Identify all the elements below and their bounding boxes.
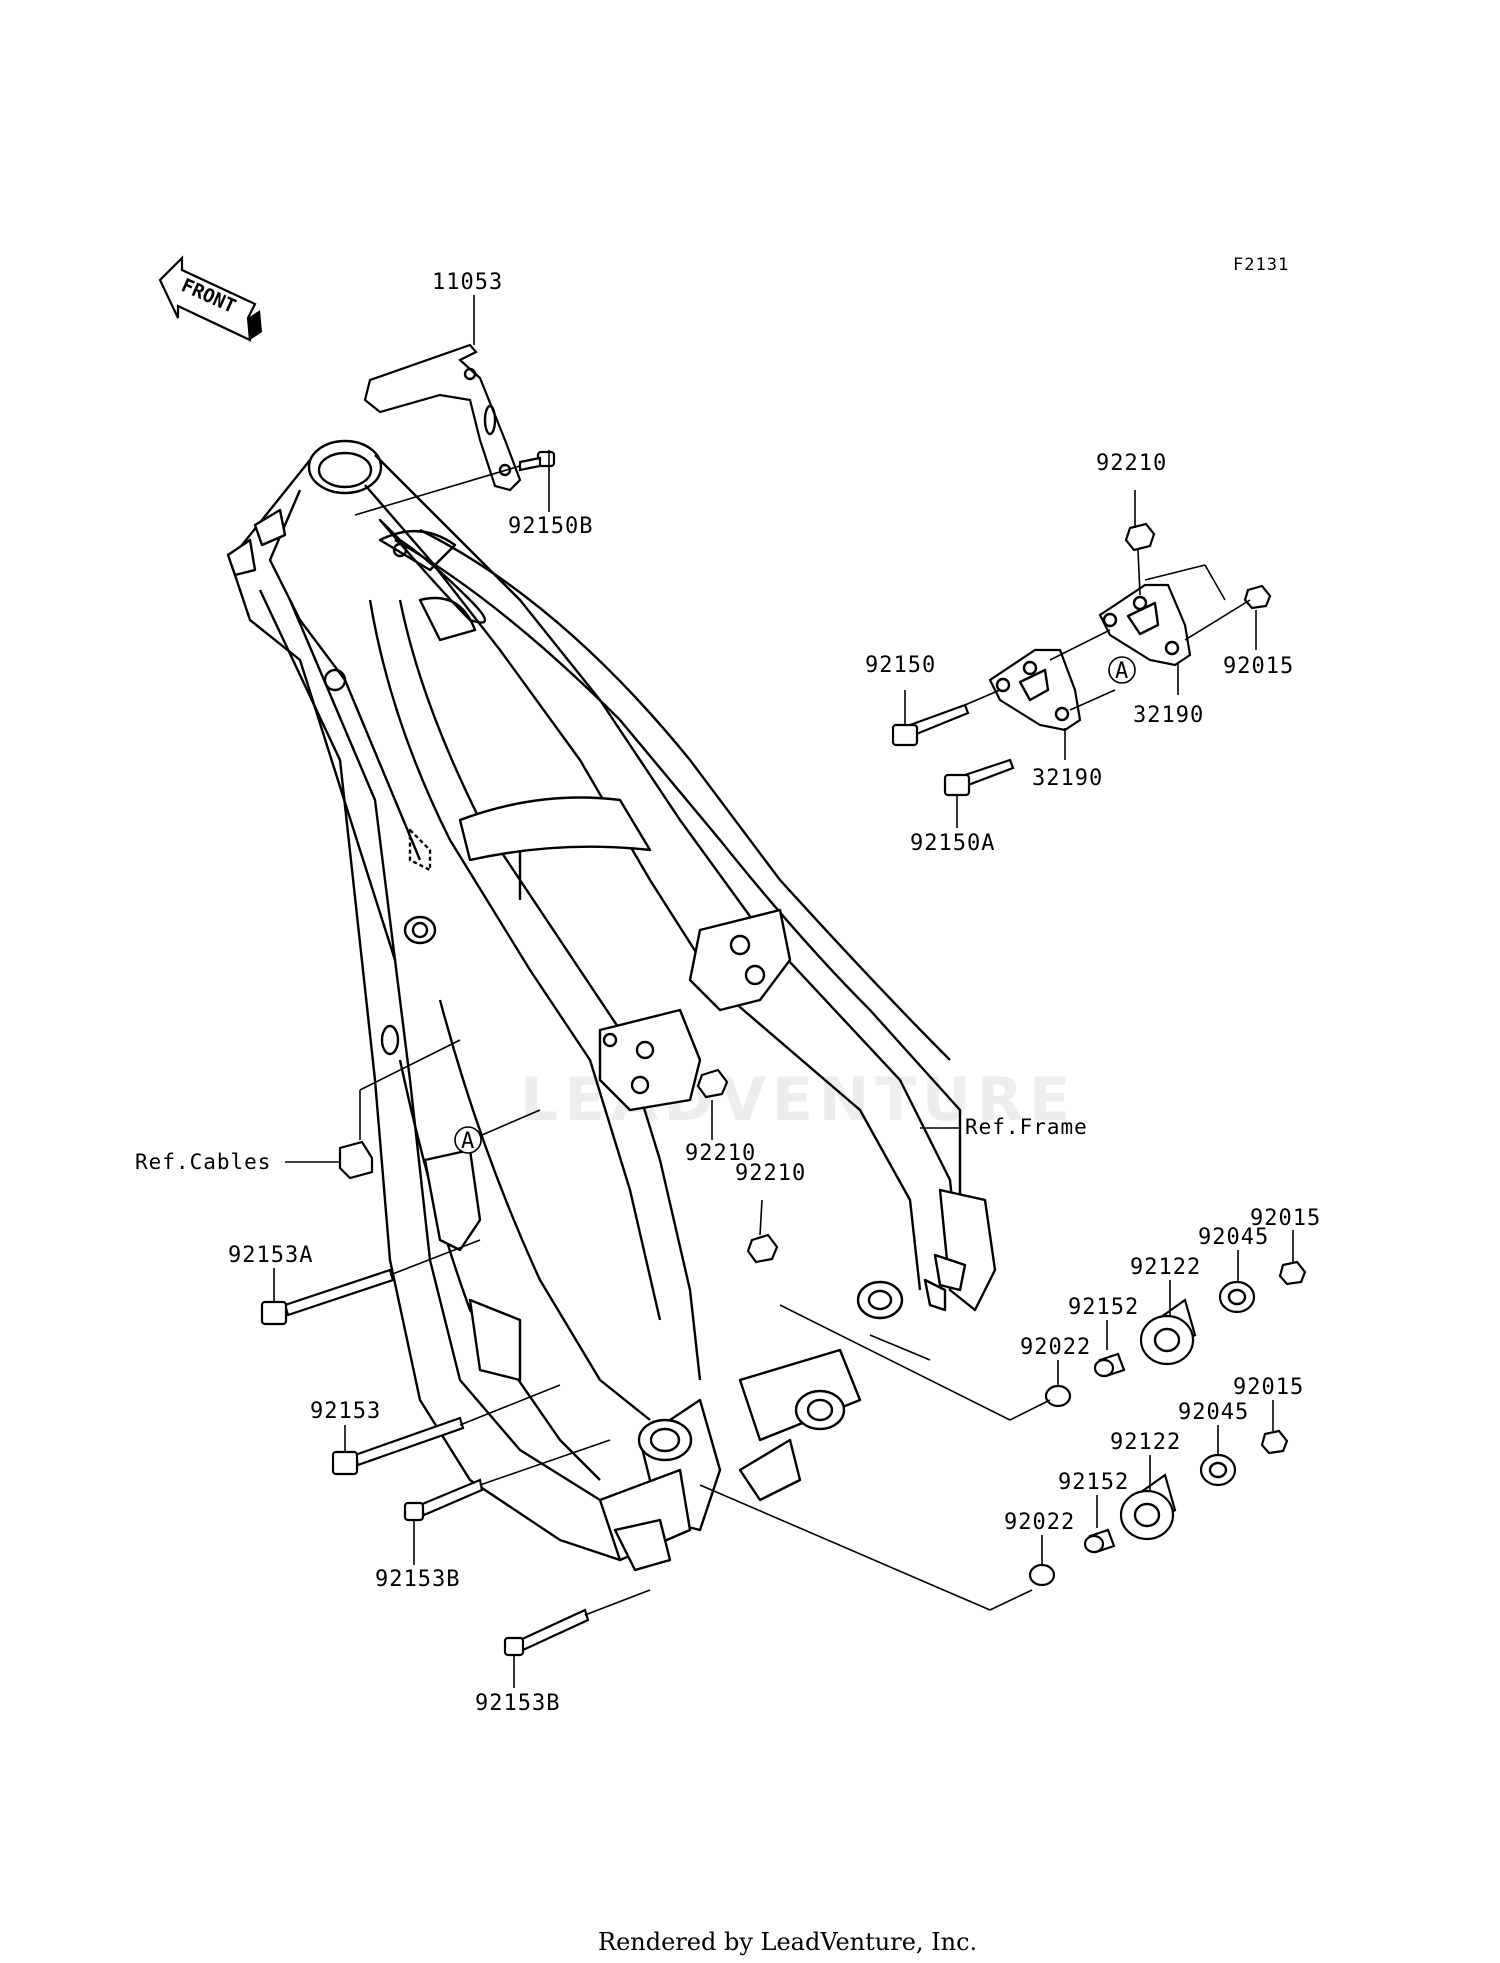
nut-92210-mid2 (746, 1233, 779, 1264)
svg-text:A: A (461, 1129, 475, 1154)
label-92210-mid2: 92210 (735, 1161, 806, 1186)
engine-mount-plate-32190-b (1098, 583, 1192, 667)
nut-92015-top (1243, 584, 1272, 610)
collar-92122-r1 (1139, 1298, 1197, 1366)
label-11053: 11053 (432, 270, 503, 295)
label-ref-cables: Ref.Cables (135, 1150, 271, 1174)
bolt-92150 (891, 703, 970, 747)
label-92210-mid1: 92210 (685, 1141, 756, 1166)
bearing-92045-r1 (1218, 1280, 1256, 1314)
engine-mount-plate-32190-a (988, 648, 1082, 732)
label-92122-r1: 92122 (1130, 1255, 1201, 1280)
label-92150B: 92150B (508, 514, 593, 539)
label-92045-r2: 92045 (1178, 1400, 1249, 1425)
washer-92022-r1 (1044, 1384, 1072, 1408)
label-92022-r1: 92022 (1020, 1335, 1091, 1360)
sleeve-92152-r2 (1083, 1528, 1116, 1554)
washer-92022-r2 (1028, 1563, 1056, 1587)
bolt-92153B-upper (403, 1478, 484, 1522)
label-92045-r1: 92045 (1198, 1225, 1269, 1250)
label-ref-frame: Ref.Frame (965, 1115, 1088, 1139)
bolt-92153 (331, 1416, 465, 1476)
front-direction-arrow-icon: FRONT (158, 255, 262, 342)
nut-92015-r1 (1278, 1260, 1307, 1286)
label-92153B-upper: 92153B (375, 1567, 460, 1592)
label-92153: 92153 (310, 1399, 381, 1424)
bolt-92153B-lower (503, 1608, 590, 1657)
svg-text:A: A (1115, 659, 1129, 684)
bolt-92150B (518, 450, 556, 472)
motorcycle-frame (226, 439, 997, 1572)
bearing-92045-r2 (1199, 1453, 1237, 1487)
nut-92210-top (1124, 522, 1156, 552)
bolt-92153A (260, 1268, 395, 1326)
sleeve-92152-r1 (1093, 1352, 1126, 1378)
nut-92015-r2 (1260, 1429, 1289, 1455)
label-32190-a: 32190 (1133, 703, 1204, 728)
label-92015-top: 92015 (1223, 654, 1294, 679)
head-bracket-11053 (363, 343, 522, 492)
bolt-92150A (943, 758, 1015, 797)
label-92015-r2: 92015 (1233, 1375, 1304, 1400)
label-92150: 92150 (865, 653, 936, 678)
callout-a-lower: A (454, 1126, 482, 1154)
label-92153B-lower: 92153B (475, 1691, 560, 1716)
figure-code: F2131 (1233, 255, 1289, 275)
callout-a-top: A (1108, 656, 1136, 684)
label-92122-r2: 92122 (1110, 1430, 1181, 1455)
label-92210-top: 92210 (1096, 451, 1167, 476)
label-92152-r2: 92152 (1058, 1470, 1129, 1495)
footer-credit: Rendered by LeadVenture, Inc. (598, 1928, 977, 1956)
cable-clamp-icon (338, 1140, 374, 1180)
label-92152-r1: 92152 (1068, 1295, 1139, 1320)
label-32190-b: 32190 (1032, 766, 1103, 791)
label-92153A: 92153A (228, 1243, 313, 1268)
collar-92122-r2 (1119, 1473, 1177, 1541)
nut-92210-mid1 (696, 1068, 729, 1099)
label-92150A: 92150A (910, 831, 995, 856)
label-92015-r1: 92015 (1250, 1206, 1321, 1231)
label-92022-r2: 92022 (1004, 1510, 1075, 1535)
